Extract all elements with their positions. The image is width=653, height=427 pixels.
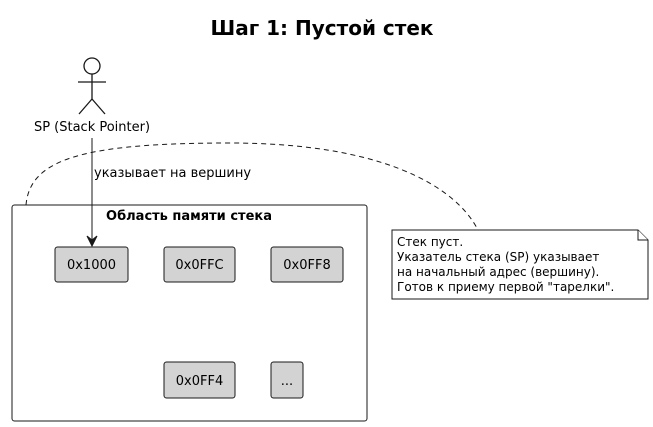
stack-cell-box (163, 246, 236, 283)
stack-cell-box (270, 361, 304, 399)
stack-cell-box (163, 361, 236, 399)
note-shape (391, 229, 649, 300)
actor-label: SP (Stack Pointer) (34, 120, 150, 135)
stack-cell-box (54, 246, 129, 283)
stack-cell-label: 0x1000 (67, 258, 116, 273)
note-fold (637, 230, 648, 241)
note-connector (25, 142, 479, 231)
stick-figure-actor-icon (78, 57, 106, 115)
note-line: Стек пуст. (397, 235, 463, 249)
pointer-label: указывает на вершину (94, 166, 251, 181)
stack-cell-label: 0x0FFC (175, 258, 223, 273)
note-line: Указатель стека (SP) указывает (397, 250, 599, 264)
stack-region-title: Область памяти стека (106, 209, 272, 224)
stack-cell: 0x0FF4 (163, 361, 236, 399)
pointer-arrowhead (86, 235, 98, 248)
stack-cell: 0x0FF8 (270, 246, 344, 283)
stack-cell-label: ... (281, 374, 293, 389)
note-line: на начальный адрес (вершину). (397, 265, 599, 279)
stack-cell: 0x0FFC (163, 246, 236, 283)
stack-note: Стек пуст. Указатель стека (SP) указывае… (391, 229, 649, 300)
stack-cell-box (270, 246, 344, 283)
stack-cell: 0x1000 (54, 246, 129, 283)
stack-cell-label: 0x0FF8 (283, 258, 330, 273)
note-line: Готов к приему первой "тарелки". (397, 280, 614, 294)
stack-cell-label: 0x0FF4 (176, 374, 223, 389)
diagram-title: Шаг 1: Пустой стек (210, 16, 433, 40)
stack-cell: ... (270, 361, 304, 399)
